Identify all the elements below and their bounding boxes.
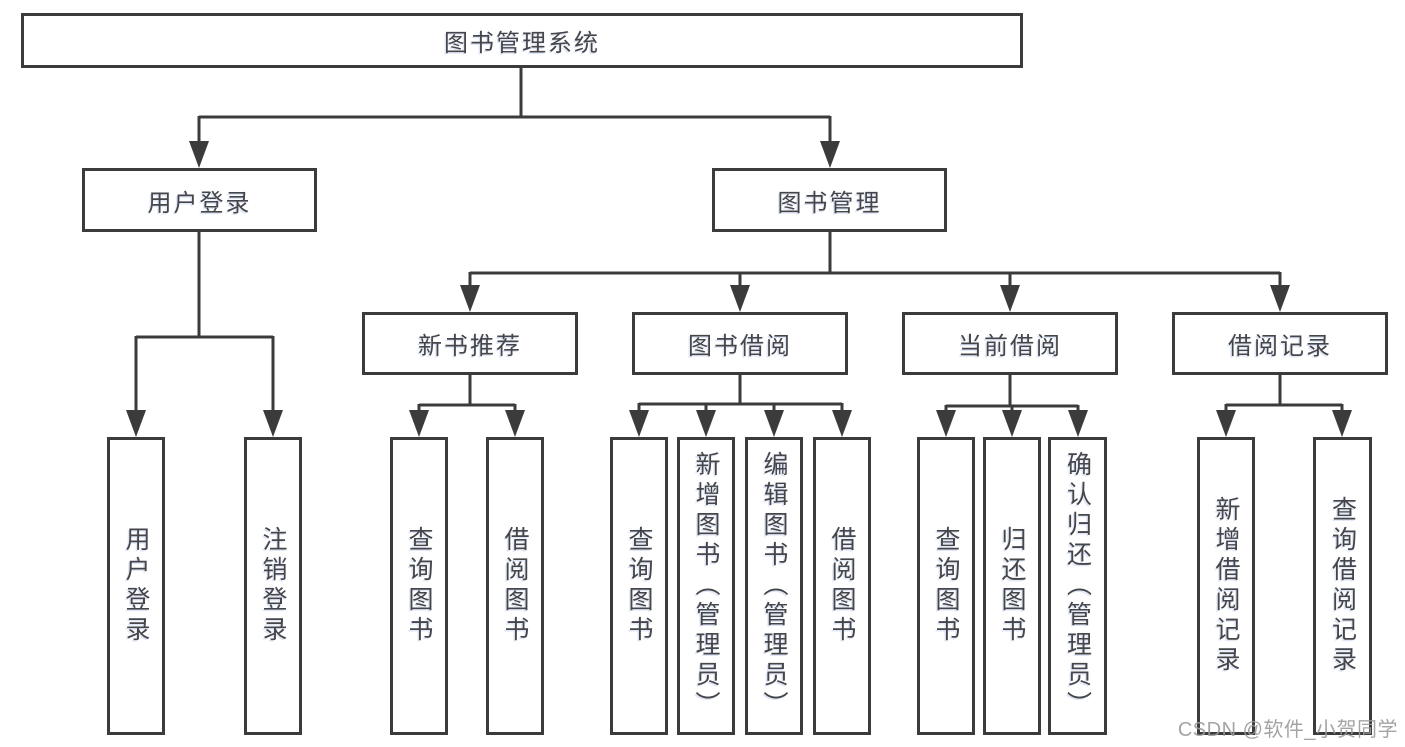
node-edit-books-admin: 编辑图书（管理员）: [745, 437, 803, 735]
watermark: CSDN @软件_小贺同学: [1177, 719, 1398, 741]
node-root: 图书管理系统: [21, 13, 1023, 68]
node-query-books-borrowing: 查询图书: [610, 437, 668, 735]
node-current-borrowing: 当前借阅: [902, 312, 1118, 375]
node-return-books: 归还图书: [983, 437, 1041, 735]
node-borrowing-records: 借阅记录: [1172, 312, 1388, 375]
node-user-login: 用户登录: [82, 168, 317, 232]
node-borrow-books-borrowing: 借阅图书: [813, 437, 871, 735]
node-confirm-return-admin: 确认归还（管理员）: [1048, 437, 1107, 735]
node-add-books-admin: 新增图书（管理员）: [677, 437, 735, 735]
node-book-management: 图书管理: [712, 168, 947, 232]
node-query-books-current: 查询图书: [917, 437, 975, 735]
node-borrow-books-recommend: 借阅图书: [486, 437, 544, 735]
node-book-borrowing: 图书借阅: [632, 312, 848, 375]
node-new-book-recommendation: 新书推荐: [362, 312, 578, 375]
node-user-login-leaf: 用户登录: [107, 437, 165, 735]
node-query-books-recommend: 查询图书: [390, 437, 448, 735]
node-logout-leaf: 注销登录: [244, 437, 302, 735]
node-query-borrow-record: 查询借阅记录: [1313, 437, 1372, 735]
node-add-borrow-record: 新增借阅记录: [1197, 437, 1255, 735]
